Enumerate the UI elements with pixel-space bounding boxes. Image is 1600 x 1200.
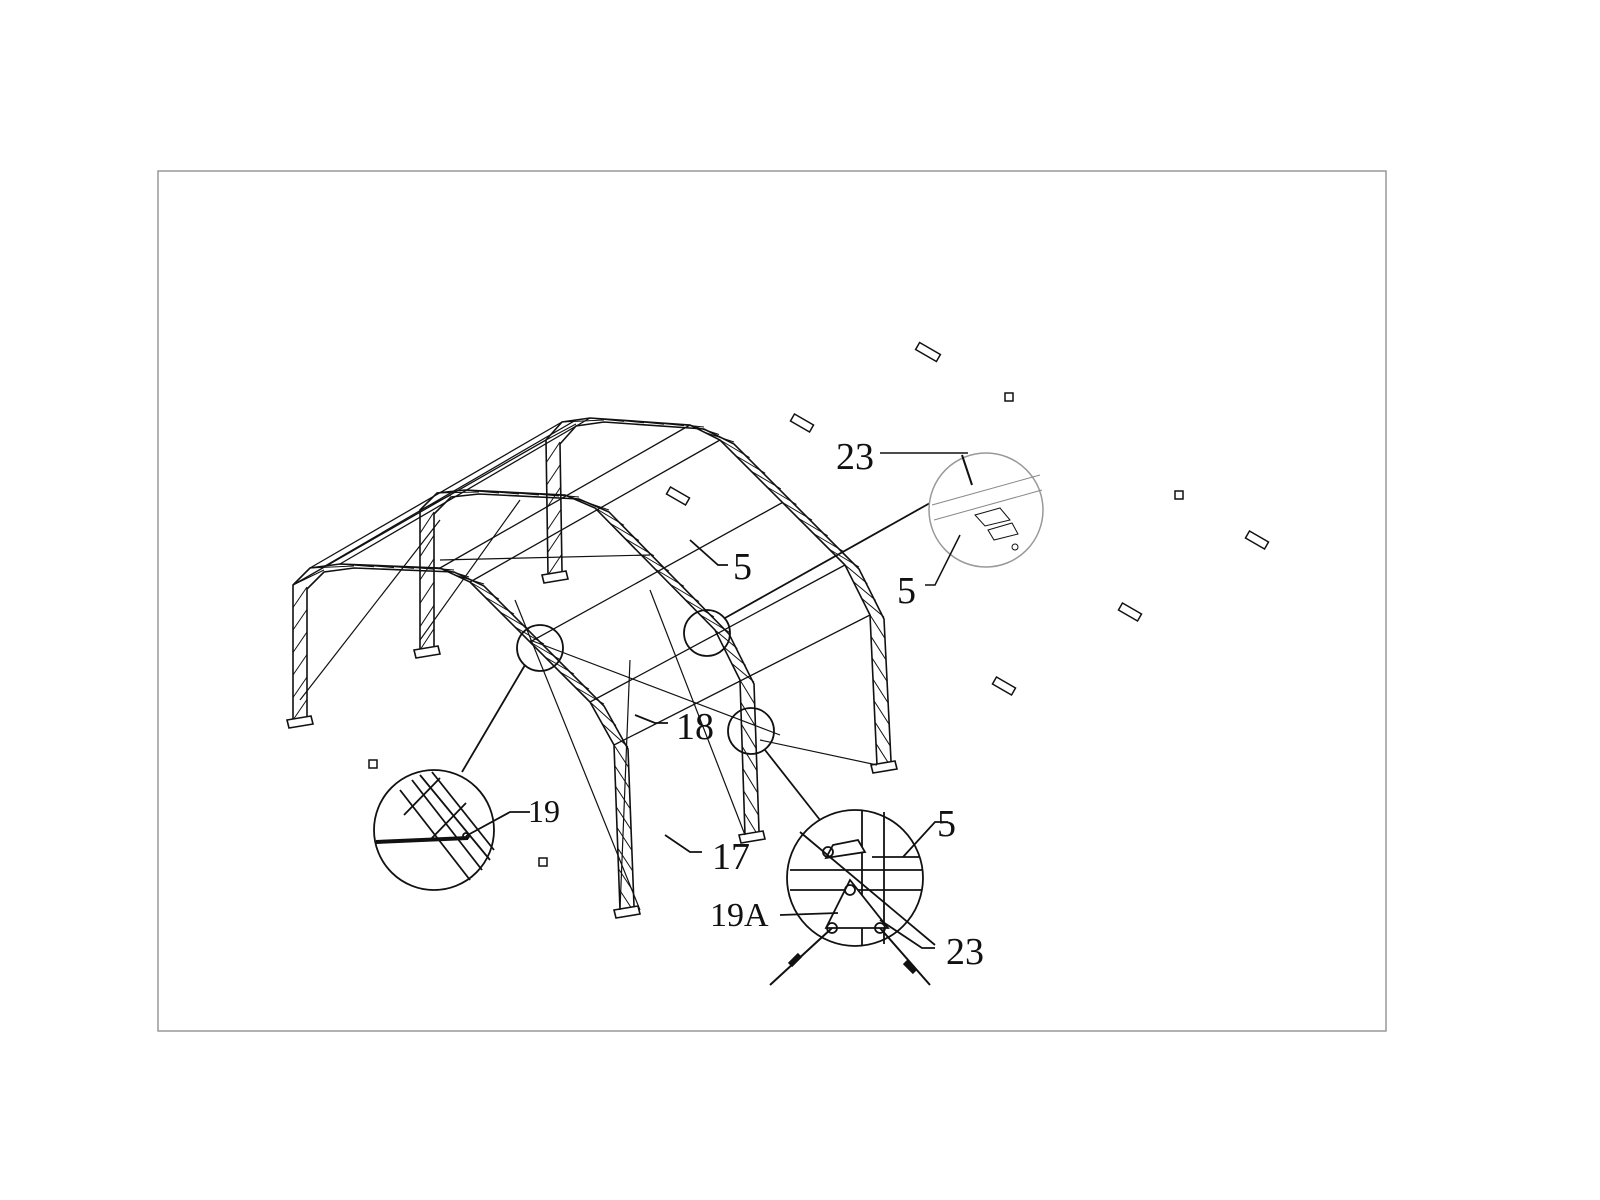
base-plate [870, 760, 898, 774]
loose-plate [789, 413, 815, 433]
detail-19a-circle [769, 809, 948, 986]
callout-5-top-detail: 5 [897, 570, 916, 612]
bracing-cable [529, 639, 781, 736]
callout-23-bottom: 23 [946, 931, 984, 973]
leader-line [764, 749, 821, 821]
bracing-cable [649, 589, 746, 836]
arch-truss [286, 563, 641, 919]
purlin [469, 439, 721, 583]
callout-18: 18 [676, 706, 714, 748]
arch-truss [541, 417, 898, 774]
detail-marker-circle [727, 707, 775, 755]
detail-19-circle [373, 769, 530, 891]
bracing-cable [759, 739, 878, 766]
leader-line [724, 502, 931, 619]
base-plate [286, 715, 314, 729]
callout-19a: 19A [710, 897, 769, 934]
loose-plate [368, 759, 378, 769]
bracing-cable [299, 519, 441, 701]
bracing-cable [419, 499, 521, 641]
base-plate [413, 645, 441, 659]
base-plate [613, 905, 641, 919]
leader-line [461, 664, 526, 773]
bracing-cable [439, 554, 651, 561]
detail-callouts [373, 452, 1044, 986]
detail-23-top-circle [880, 452, 1044, 586]
leader-line [634, 714, 668, 724]
bracing-cable [514, 599, 641, 911]
callout-17: 17 [712, 836, 750, 878]
purlin [529, 501, 783, 643]
detail-marker-circle [516, 624, 564, 672]
callout-5-purlin: 5 [733, 546, 752, 588]
purlin [339, 417, 591, 565]
base-plate [738, 830, 766, 844]
arch-frame-structure [286, 417, 898, 919]
loose-plate [1117, 602, 1143, 622]
purlin [439, 424, 691, 569]
loose-plate [1244, 530, 1270, 550]
drawing-border [157, 170, 1387, 1032]
loose-plate [1174, 490, 1184, 500]
callout-19: 19 [528, 793, 560, 829]
loose-plate [1004, 392, 1014, 402]
arch-truss [413, 489, 766, 844]
leader-line [664, 834, 702, 853]
loose-plate [991, 676, 1017, 696]
bracing-cable [619, 659, 631, 911]
callout-5-bottom-detail: 5 [937, 803, 956, 845]
detail-marker-circle [683, 609, 731, 657]
base-plates [368, 341, 1270, 867]
base-plate [541, 570, 569, 584]
callout-23-top: 23 [836, 436, 874, 478]
leader-line [689, 539, 728, 566]
loose-plate [538, 857, 548, 867]
loose-plate [914, 341, 942, 363]
loose-plate [665, 486, 691, 506]
